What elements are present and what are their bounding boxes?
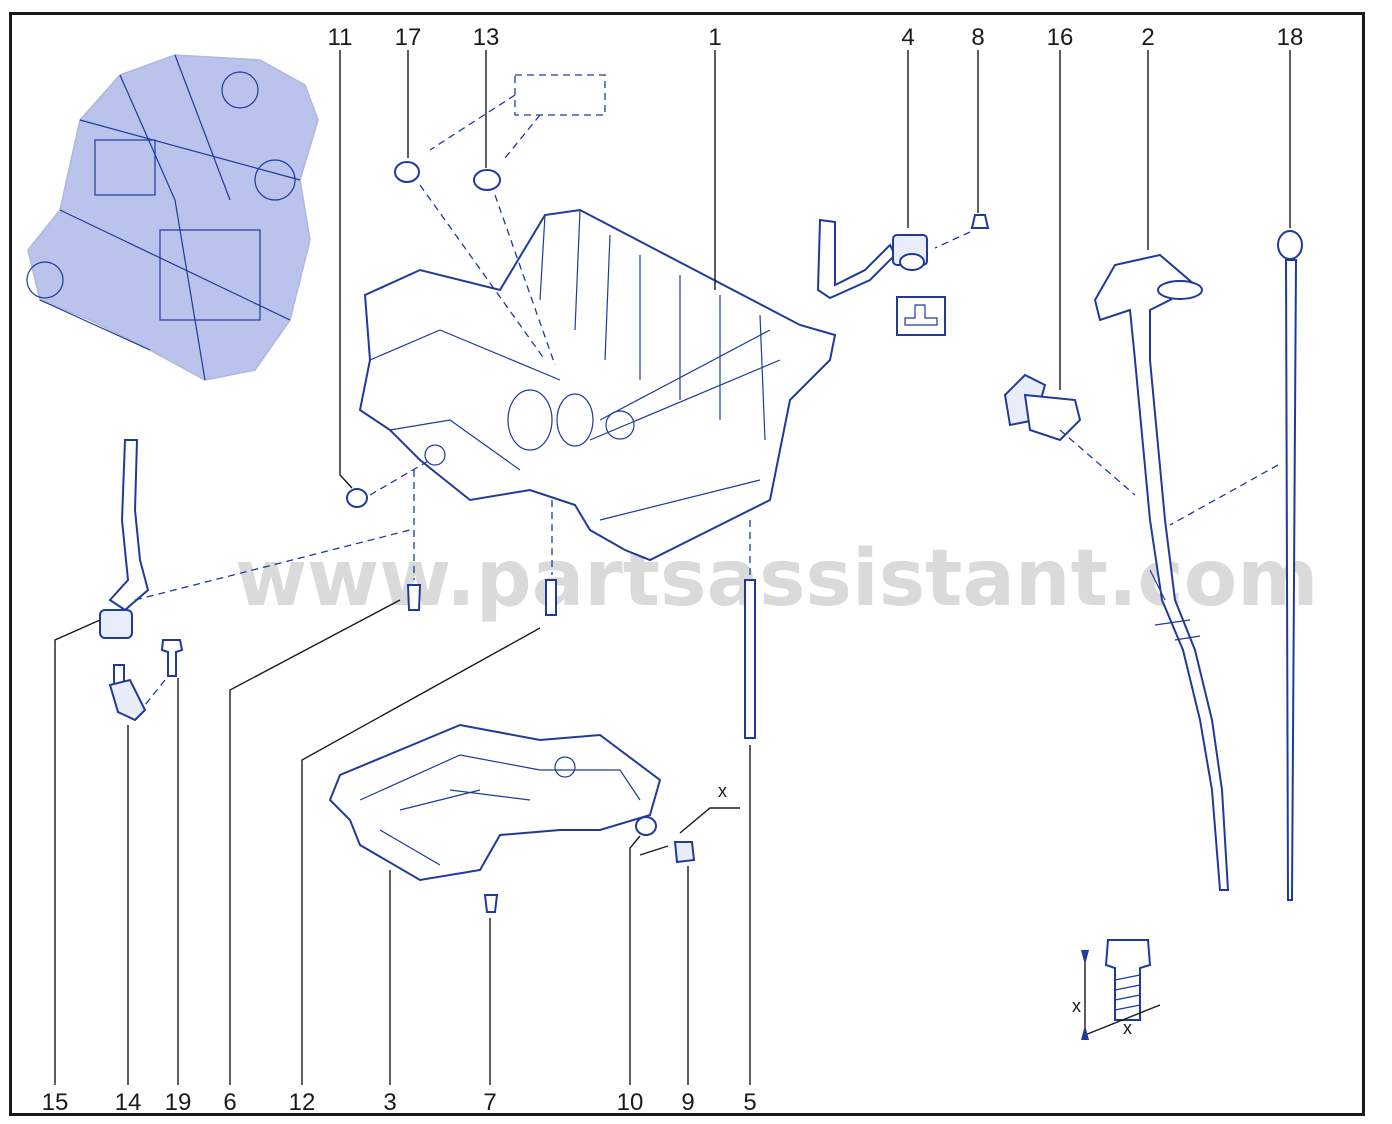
bolt-part-6 xyxy=(406,584,422,611)
torque-symbol-icon xyxy=(896,296,946,336)
seal-ring-11 xyxy=(346,488,368,508)
callout-18: 18 xyxy=(1277,24,1304,51)
oil-pressure-sensor-part xyxy=(108,664,147,722)
callout-17: 17 xyxy=(395,24,422,51)
bolt-detail-icon xyxy=(1081,939,1161,1040)
dimension-label-x-vertical: x xyxy=(1072,996,1081,1016)
drain-plug-part-9 xyxy=(673,841,696,864)
oil-pan-part xyxy=(328,723,662,882)
callout-19: 19 xyxy=(165,1089,192,1116)
dipstick-clip-part xyxy=(1003,373,1082,442)
callout-15: 15 xyxy=(42,1089,69,1116)
callout-2: 2 xyxy=(1141,24,1154,51)
callout-16: 16 xyxy=(1047,24,1074,51)
callout-6: 6 xyxy=(223,1089,236,1116)
callout-7: 7 xyxy=(483,1089,496,1116)
oil-pipe-part xyxy=(99,439,150,639)
bolt-part-5 xyxy=(744,579,756,739)
callout-1: 1 xyxy=(708,24,721,51)
dipstick-tube-part xyxy=(1093,253,1230,891)
bolt-part-8 xyxy=(970,214,990,229)
dipstick-part xyxy=(1277,230,1303,901)
callout-5: 5 xyxy=(743,1089,756,1116)
bolt-part-12 xyxy=(545,579,557,616)
callout-9: 9 xyxy=(681,1089,694,1116)
callout-3: 3 xyxy=(383,1089,396,1116)
reference-box xyxy=(514,74,606,116)
engine-thumbnail-icon xyxy=(26,54,319,381)
callout-8: 8 xyxy=(971,24,984,51)
callout-10: 10 xyxy=(617,1089,644,1116)
callout-4: 4 xyxy=(901,24,914,51)
callout-13: 13 xyxy=(473,24,500,51)
seal-ring-13 xyxy=(473,169,501,191)
callout-11: 11 xyxy=(328,24,353,51)
bolt-part-19 xyxy=(160,639,184,677)
dimension-label-x-horizontal: x xyxy=(1123,1018,1132,1038)
dimension-label-pan: x xyxy=(718,781,727,801)
callout-12: 12 xyxy=(289,1089,316,1116)
engine-block-part xyxy=(358,208,837,562)
diagram-frame xyxy=(9,12,1365,1116)
seal-ring-17 xyxy=(394,161,420,183)
bolt-part-7 xyxy=(483,894,499,913)
washer-part-10 xyxy=(635,816,657,836)
oil-level-sensor-part xyxy=(816,218,928,300)
callout-14: 14 xyxy=(115,1089,142,1116)
